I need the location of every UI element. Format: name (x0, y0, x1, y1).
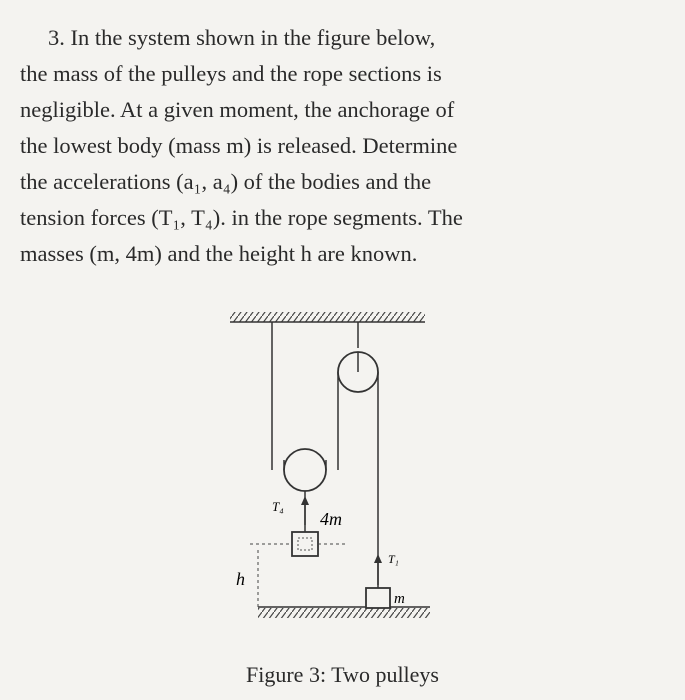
floor (258, 606, 430, 618)
label-t1: T₁ (388, 552, 399, 566)
fixed-pulley (337, 351, 379, 393)
problem-line: the accelerations (a₁, a₄) of the bodies… (20, 169, 432, 194)
tension-arrow-t4 (301, 496, 309, 525)
figure-caption: Figure 3: Two pulleys (246, 662, 439, 687)
label-h: h (236, 569, 245, 589)
label-4m: 4m (320, 509, 342, 529)
rope-wrap (283, 460, 327, 470)
ceiling (230, 312, 425, 323)
tension-arrow-t1 (374, 554, 382, 585)
problem-statement: 3. In the system shown in the figure bel… (20, 20, 660, 272)
height-guides (250, 543, 348, 607)
label-t4: T₄ (272, 499, 284, 514)
problem-line: the lowest body (mass m) is released. De… (20, 133, 458, 158)
label-m: m (394, 591, 405, 607)
problem-line: the mass of the pulleys and the rope sec… (20, 61, 442, 86)
block-m (365, 587, 391, 609)
problem-line: masses (m, 4m) and the height h are know… (20, 241, 418, 266)
problem-line: tension forces (T₁, T₄). in the rope seg… (20, 205, 463, 230)
pulley-figure: T₄ 4m T₁ m h (220, 300, 480, 640)
problem-line: negligible. At a given moment, the ancho… (20, 97, 455, 122)
problem-line: 3. In the system shown in the figure bel… (48, 25, 436, 50)
block-4m (291, 531, 319, 557)
pulley-diagram: T₄ 4m T₁ m h (230, 312, 430, 618)
